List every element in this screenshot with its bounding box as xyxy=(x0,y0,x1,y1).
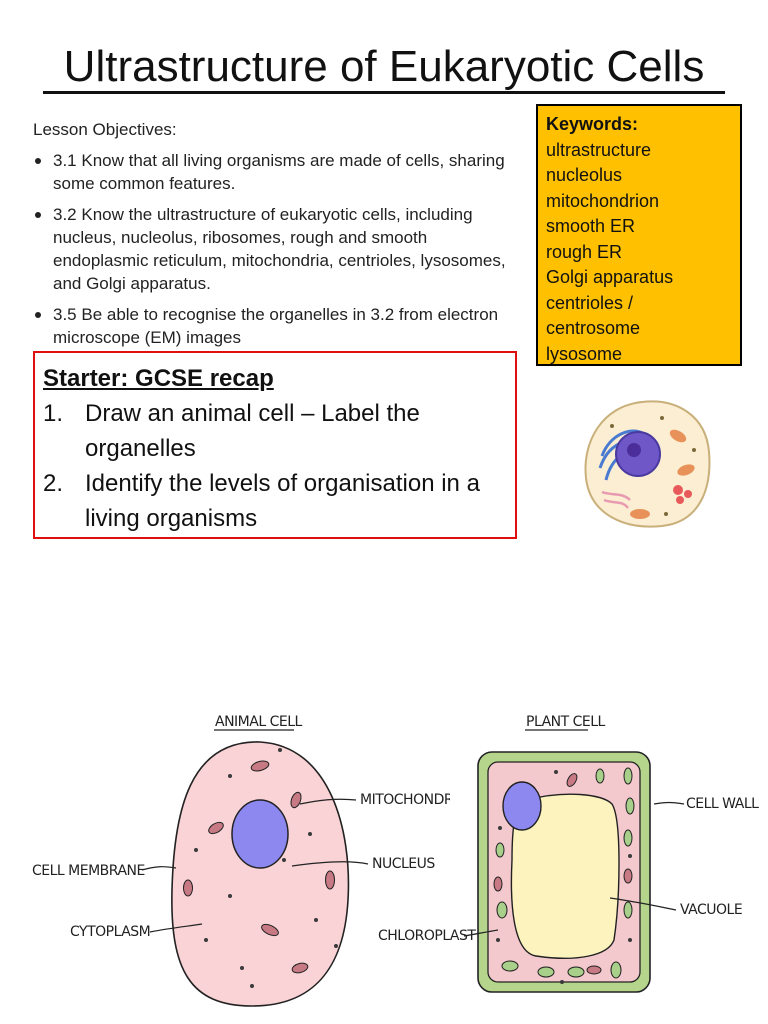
animal-cell-diagram: ANIMAL CELL MITOCHONDRIA NUCLEUS CELL ME… xyxy=(32,714,450,1007)
label-cell-wall: CELL WALL xyxy=(686,796,759,812)
keyword-item: smooth ER xyxy=(546,216,636,236)
task-number: 2. xyxy=(43,470,64,497)
starter-title: Starter: GCSE recap xyxy=(43,365,274,392)
starter-task: 2. Identify the levels of organisation i… xyxy=(43,466,507,536)
keywords-box: Keywords: ultrastructure nucleolus mitoc… xyxy=(536,104,742,366)
task-number: 1. xyxy=(43,400,64,427)
label-nucleus: NUCLEUS xyxy=(372,856,435,872)
lesson-objectives: Lesson Objectives: 3.1 Know that all liv… xyxy=(33,118,513,357)
task-text: Identify the levels of organisation in a… xyxy=(85,470,480,532)
objective-item: 3.2 Know the ultrastructure of eukaryoti… xyxy=(33,203,513,295)
starter-box: Starter: GCSE recap 1. Draw an animal ce… xyxy=(33,351,517,539)
objectives-heading: Lesson Objectives: xyxy=(33,120,177,139)
task-text: Draw an animal cell – Label the organell… xyxy=(85,400,420,462)
label-chloroplast: CHLOROPLAST xyxy=(378,928,476,944)
keyword-item: centrosome xyxy=(546,318,641,338)
plant-cell-diagram: PLANT CELL CELL WALL VACUOLE CHLOROPLAST xyxy=(378,714,760,993)
keyword-item: Golgi apparatus xyxy=(546,267,674,287)
animal-cell-illustration xyxy=(584,400,711,528)
objective-item: 3.1 Know that all living organisms are m… xyxy=(33,149,513,195)
keywords-heading: Keywords: xyxy=(546,114,639,134)
keyword-item: ultrastructure xyxy=(546,139,652,160)
label-vacuole: VACUOLE xyxy=(680,902,742,918)
title-underline xyxy=(43,91,725,94)
objective-item: 3.5 Be able to recognise the organelles … xyxy=(33,303,513,349)
plant-cell-title: PLANT CELL xyxy=(526,714,606,730)
keyword-item: rough ER xyxy=(546,241,623,262)
keyword-item: nucleolus xyxy=(546,165,623,185)
animal-cell-title: ANIMAL CELL xyxy=(215,714,303,730)
starter-tasks: 1. Draw an animal cell – Label the organ… xyxy=(43,396,507,536)
label-mitochondria: MITOCHONDRIA xyxy=(360,792,450,808)
keyword-item: mitochondrion xyxy=(546,190,660,211)
objectives-list: 3.1 Know that all living organisms are m… xyxy=(33,149,513,349)
starter-task: 1. Draw an animal cell – Label the organ… xyxy=(43,396,507,466)
keyword-item: centrioles / xyxy=(546,292,634,313)
page-title: Ultrastructure of Eukaryotic Cells xyxy=(63,42,705,91)
label-cytoplasm: CYTOPLASM xyxy=(70,924,150,940)
keyword-item: lysosome xyxy=(546,343,623,364)
label-cell-membrane: CELL MEMBRANE xyxy=(32,863,145,879)
